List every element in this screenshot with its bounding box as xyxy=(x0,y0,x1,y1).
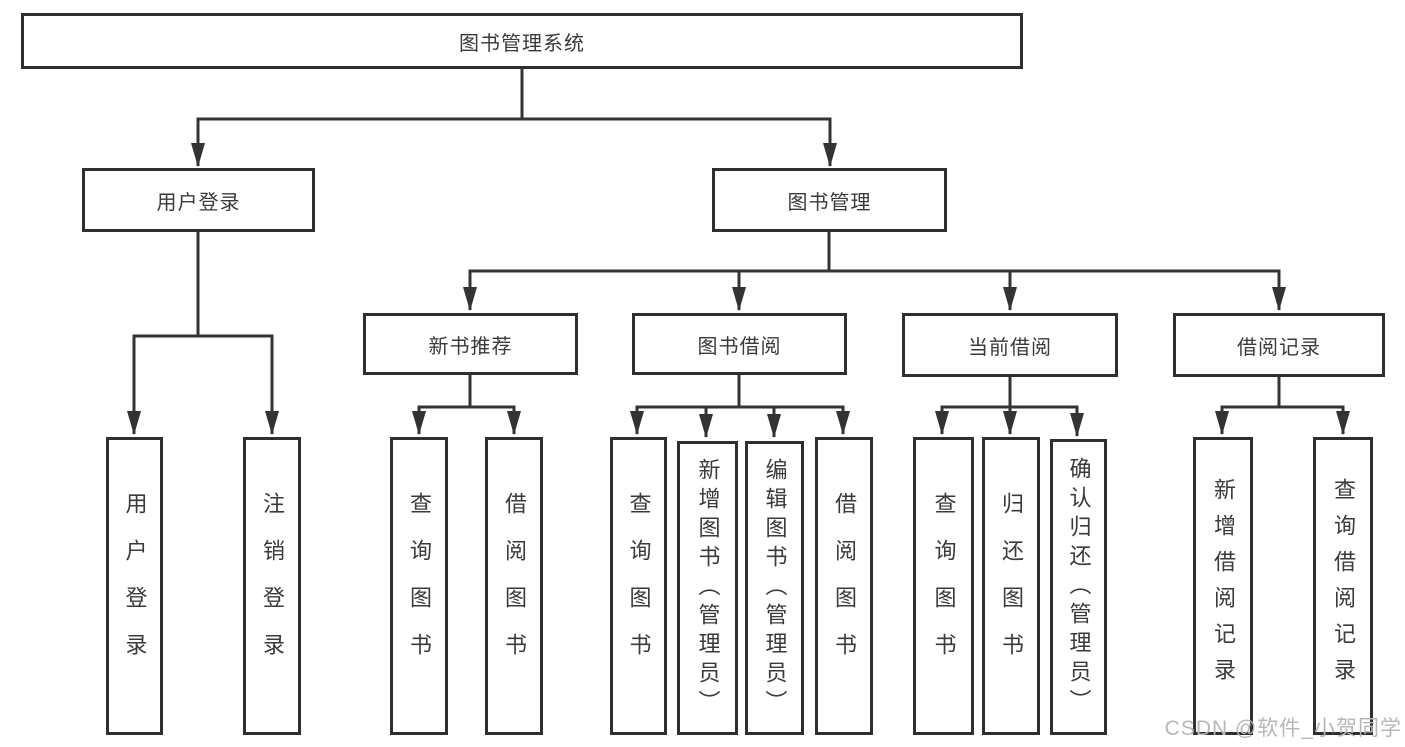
watermark: CSDN @软件_小贺同学 xyxy=(1164,717,1402,740)
leaf-bb-add-books-admin: 新增图书（管理员） xyxy=(677,441,738,735)
leaf-br-query-record: 查询借阅记录 xyxy=(1313,437,1373,735)
leaf-label: 编辑图书（管理员） xyxy=(762,457,788,719)
leaf-label: 查询借阅记录 xyxy=(1331,478,1356,694)
node-new-book-recommend: 新书推荐 xyxy=(363,313,578,375)
leaf-label: 注销登录 xyxy=(260,492,285,680)
leaf-label: 新增借阅记录 xyxy=(1211,478,1236,694)
connector-new-book-children xyxy=(412,375,521,435)
connector-root-to-branches xyxy=(191,68,837,167)
leaf-cb-confirm-return-admin: 确认归还（管理员） xyxy=(1050,439,1107,735)
node-book-management: 图书管理 xyxy=(712,168,947,232)
leaf-cb-return-books: 归还图书 xyxy=(982,437,1040,735)
connector-book-management-children xyxy=(463,232,1286,311)
leaf-label: 用户登录 xyxy=(122,492,148,680)
connector-user-login-children xyxy=(127,232,279,435)
leaf-bb-query-books: 查询图书 xyxy=(610,437,667,735)
node-user-login: 用户登录 xyxy=(82,168,315,232)
connector-current-borrowing-children xyxy=(935,375,1084,437)
connector-book-borrowing-children xyxy=(630,375,850,438)
leaf-bb-edit-books-admin: 编辑图书（管理员） xyxy=(745,441,804,735)
node-current-borrowing: 当前借阅 xyxy=(902,313,1118,377)
leaf-label: 查询图书 xyxy=(407,492,432,680)
leaf-cb-query-books: 查询图书 xyxy=(913,437,974,735)
leaf-bb-borrow-books: 借阅图书 xyxy=(815,437,873,735)
leaf-label: 查询图书 xyxy=(626,492,652,680)
leaf-label: 确认归还（管理员） xyxy=(1066,456,1092,718)
leaf-user-login: 用户登录 xyxy=(106,437,163,735)
connector-borrowing-records-children xyxy=(1215,375,1350,435)
node-book-borrowing: 图书借阅 xyxy=(632,313,847,375)
leaf-label: 归还图书 xyxy=(999,492,1024,680)
leaf-nb-query-books: 查询图书 xyxy=(390,437,448,735)
leaf-logout-login: 注销登录 xyxy=(243,437,301,735)
leaf-label: 借阅图书 xyxy=(502,492,527,680)
leaf-label: 查询图书 xyxy=(931,492,957,680)
leaf-label: 新增图书（管理员） xyxy=(695,457,721,719)
node-library-management-system: 图书管理系统 xyxy=(21,13,1023,69)
node-borrowing-records: 借阅记录 xyxy=(1173,313,1385,377)
leaf-nb-borrow-books: 借阅图书 xyxy=(485,437,543,735)
leaf-label: 借阅图书 xyxy=(832,492,857,680)
leaf-br-add-record: 新增借阅记录 xyxy=(1193,437,1253,735)
